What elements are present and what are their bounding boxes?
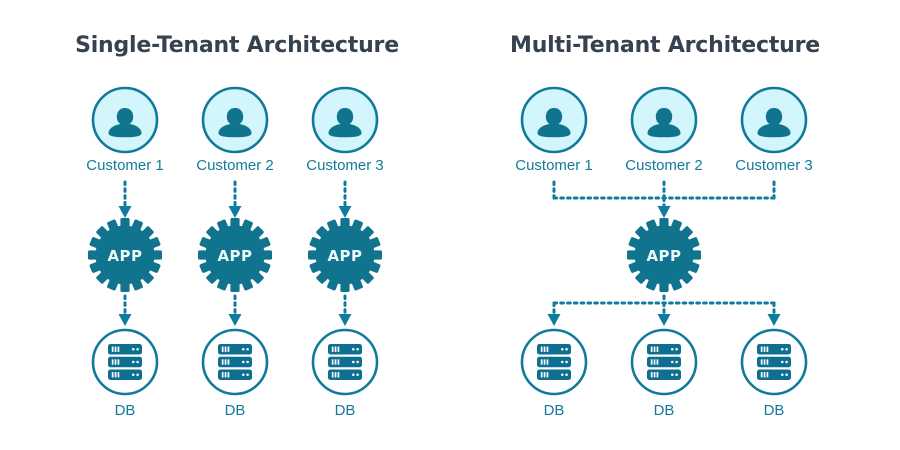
shared-app-node[interactable]: APP [627,218,701,292]
customer-label-mt-2: Customer 2 [625,157,703,174]
connector-app-to-db-3 [338,294,352,326]
app-node-2[interactable]: APP [198,218,272,292]
arrow-head-icon [767,314,781,326]
arrow-head-icon [118,314,132,326]
customer-node-3[interactable] [311,86,379,154]
db-node-1[interactable] [91,328,159,396]
column-single-tenant-3: Customer 3 APP DB [306,86,384,419]
customer-label-3: Customer 3 [306,157,384,174]
app-label-1: APP [107,247,142,265]
app-label-3: APP [327,247,362,265]
arrow-head-icon [118,206,132,218]
column-single-tenant-1: Customer 1 APP DB [86,86,164,419]
app-node-1[interactable]: APP [88,218,162,292]
customer-label-1: Customer 1 [86,157,164,174]
app-node-3[interactable]: APP [308,218,382,292]
db-label-mt-1: DB [544,402,565,419]
customer-label-mt-1: Customer 1 [515,157,593,174]
customer-node-1[interactable] [91,86,159,154]
arrow-head-icon [657,206,671,218]
db-node-2[interactable] [201,328,269,396]
connector-customer-to-app-2 [228,180,242,218]
db-label-2: DB [225,402,246,419]
connector-customer-to-app-3 [338,180,352,218]
server-stack-icon [218,344,252,380]
db-label-3: DB [335,402,356,419]
arrow-head-icon [228,206,242,218]
db-node-mt-3[interactable] [740,328,808,396]
app-label-2: APP [217,247,252,265]
customer-node-2[interactable] [201,86,269,154]
server-stack-icon [108,344,142,380]
arrow-head-icon [657,314,671,326]
arrow-head-icon [228,314,242,326]
server-stack-icon [647,344,681,380]
connector-app-to-db-1 [118,294,132,326]
panel-multi-tenant: Multi-Tenant Architecture Customer 1 Cus… [510,33,820,419]
db-label-mt-2: DB [654,402,675,419]
shared-app-label: APP [646,247,681,265]
column-single-tenant-2: Customer 2 APP DB [196,86,274,419]
panel-title-multi-tenant: Multi-Tenant Architecture [510,33,820,58]
server-stack-icon [537,344,571,380]
db-label-mt-3: DB [764,402,785,419]
server-stack-icon [328,344,362,380]
connector-app-to-dbs-bus [547,294,781,326]
db-node-mt-2[interactable] [630,328,698,396]
db-node-mt-1[interactable] [520,328,588,396]
arrow-head-icon [338,206,352,218]
customer-label-2: Customer 2 [196,157,274,174]
connector-customers-to-app-bus [552,180,776,218]
arrow-head-icon [547,314,561,326]
arrow-head-icon [338,314,352,326]
panel-single-tenant: Single-Tenant Architecture Customer 1 AP… [75,33,399,419]
db-label-1: DB [115,402,136,419]
customer-node-mt-2[interactable] [630,86,698,154]
customer-label-mt-3: Customer 3 [735,157,813,174]
customer-node-mt-1[interactable] [520,86,588,154]
server-stack-icon [757,344,791,380]
connector-customer-to-app-1 [118,180,132,218]
customer-node-mt-3[interactable] [740,86,808,154]
db-node-3[interactable] [311,328,379,396]
connector-app-to-db-2 [228,294,242,326]
panel-title-single-tenant: Single-Tenant Architecture [75,33,399,58]
